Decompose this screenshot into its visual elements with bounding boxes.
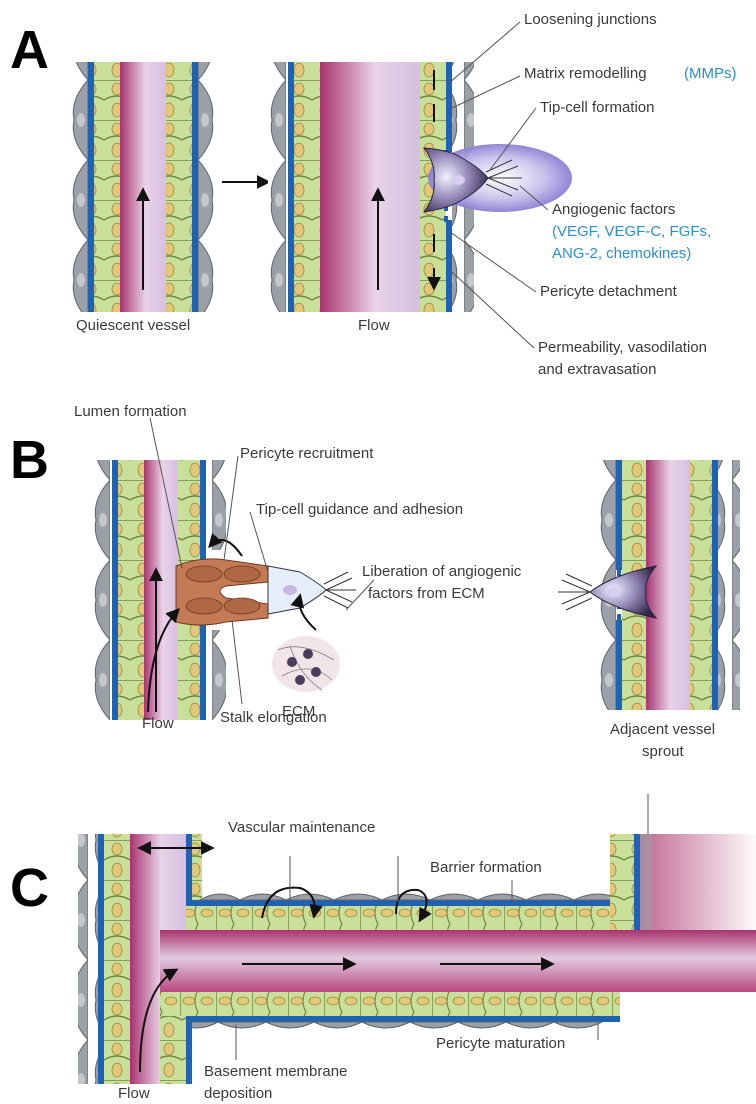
ecm-factor [311,667,321,677]
endothelial-layer [118,460,144,720]
pericyte-layer [206,630,226,720]
endothelial-layer [166,62,192,312]
flow-label-b: Flow [142,715,174,732]
basement-membrane [616,460,622,570]
pericyte-layer [206,460,226,550]
lumen-formation-label: Lumen formation [74,403,187,420]
tip-cell-formation-label: Tip-cell formation [540,99,654,116]
mature-vessel-network [78,834,756,1084]
matrix-remodelling-label: Matrix remodelling [524,65,647,82]
basement-membrane [88,62,94,312]
vascular-maintenance-label: Vascular maintenance [228,819,375,836]
pericyte-recruitment-label: Pericyte recruitment [240,445,374,462]
stalk-cell [186,566,222,582]
basement-membrane [112,460,118,720]
stalk-elongation-label: Stalk elongation [220,709,327,726]
lower-endothelial-layer [160,992,620,1016]
basement-membrane [616,620,622,710]
adjacent-line1: Adjacent vessel [610,721,715,738]
upper-endothelial-layer [186,906,634,930]
permeability-line2: and extravasation [538,361,656,378]
basement-membrane [192,62,198,312]
barrier-formation-label: Barrier formation [430,859,542,876]
adjacent-vessel [558,460,740,710]
basement-line2: deposition [204,1085,272,1102]
basement-line1: Basement membrane [204,1063,347,1080]
filopodia [558,574,592,610]
basement-membrane [712,460,718,710]
panel-label-a: A [10,20,49,80]
ecm-factor [303,649,313,659]
basement-membrane [98,834,104,1084]
factors-line2: ANG-2, chemokines) [552,245,691,262]
flow-label-a: Flow [358,317,390,334]
tip-cell-nucleus [283,585,297,595]
lower-pericytes [174,1022,602,1028]
factors-line1: (VEGF, VEGF-C, FGFs, [552,223,711,240]
adjacent-line2: sprout [642,743,685,760]
endothelial-layer [610,834,634,930]
panel-label-b: B [10,430,49,490]
permeability-line1: Permeability, vasodilation [538,339,707,356]
upper-basement-membrane [186,900,634,906]
tip-cell-guidance-label: Tip-cell guidance and adhesion [256,501,463,518]
basement-membrane [446,62,452,152]
endothelial-layer [690,460,712,710]
pericyte-layer [198,62,220,312]
pericyte-layer [78,834,100,1084]
endothelial-layer [104,834,130,1084]
endothelial-layer [94,62,120,312]
lumen-fade [640,834,756,930]
stalk-cell [186,598,222,614]
pericyte-layer [92,460,114,720]
ecm-factor [287,657,297,667]
mmps-label: (MMPs) [684,65,737,82]
quiescent-vessel [68,62,220,312]
upper-pericytes [200,894,622,900]
pericyte-layer [718,460,740,710]
filopodia [324,572,356,608]
pericyte-layer [68,62,90,312]
loosening-junctions-label: Loosening junctions [524,11,657,28]
tip-cell-nucleus [607,587,621,597]
stalk-cell [224,566,260,582]
basement-membrane [186,1022,192,1084]
panel-label-c: C [10,858,49,918]
endothelial-layer [160,1016,186,1084]
quiescent-vessel-label: Quiescent vessel [76,317,190,334]
liberation-line1: Liberation of angiogenic [362,563,522,580]
pericyte-layer [640,834,652,930]
pericyte-maturation-label: Pericyte maturation [436,1035,565,1052]
ecm-matrix [272,636,340,692]
stalk-cell [224,598,260,614]
basement-membrane [288,62,294,312]
vessel-lumen [144,460,178,720]
activated-vessel [268,62,572,312]
lower-basement-membrane [160,1016,620,1022]
pericyte-detachment-label: Pericyte detachment [540,283,678,300]
basement-membrane [446,220,452,312]
angiogenic-factors-label: Angiogenic factors [552,201,675,218]
sprouting-vessel [92,460,356,720]
tip-cell-nucleus [451,175,465,185]
basement-membrane [634,834,640,930]
liberation-line2: factors from ECM [368,585,485,602]
vessel-lumen [320,62,420,312]
branch-lumen [160,930,756,992]
ecm-factor [295,675,305,685]
pericyte-layer [268,62,290,312]
vessel-lumen [646,460,690,710]
endothelial-layer [294,62,320,312]
flow-label-c: Flow [118,1085,150,1102]
